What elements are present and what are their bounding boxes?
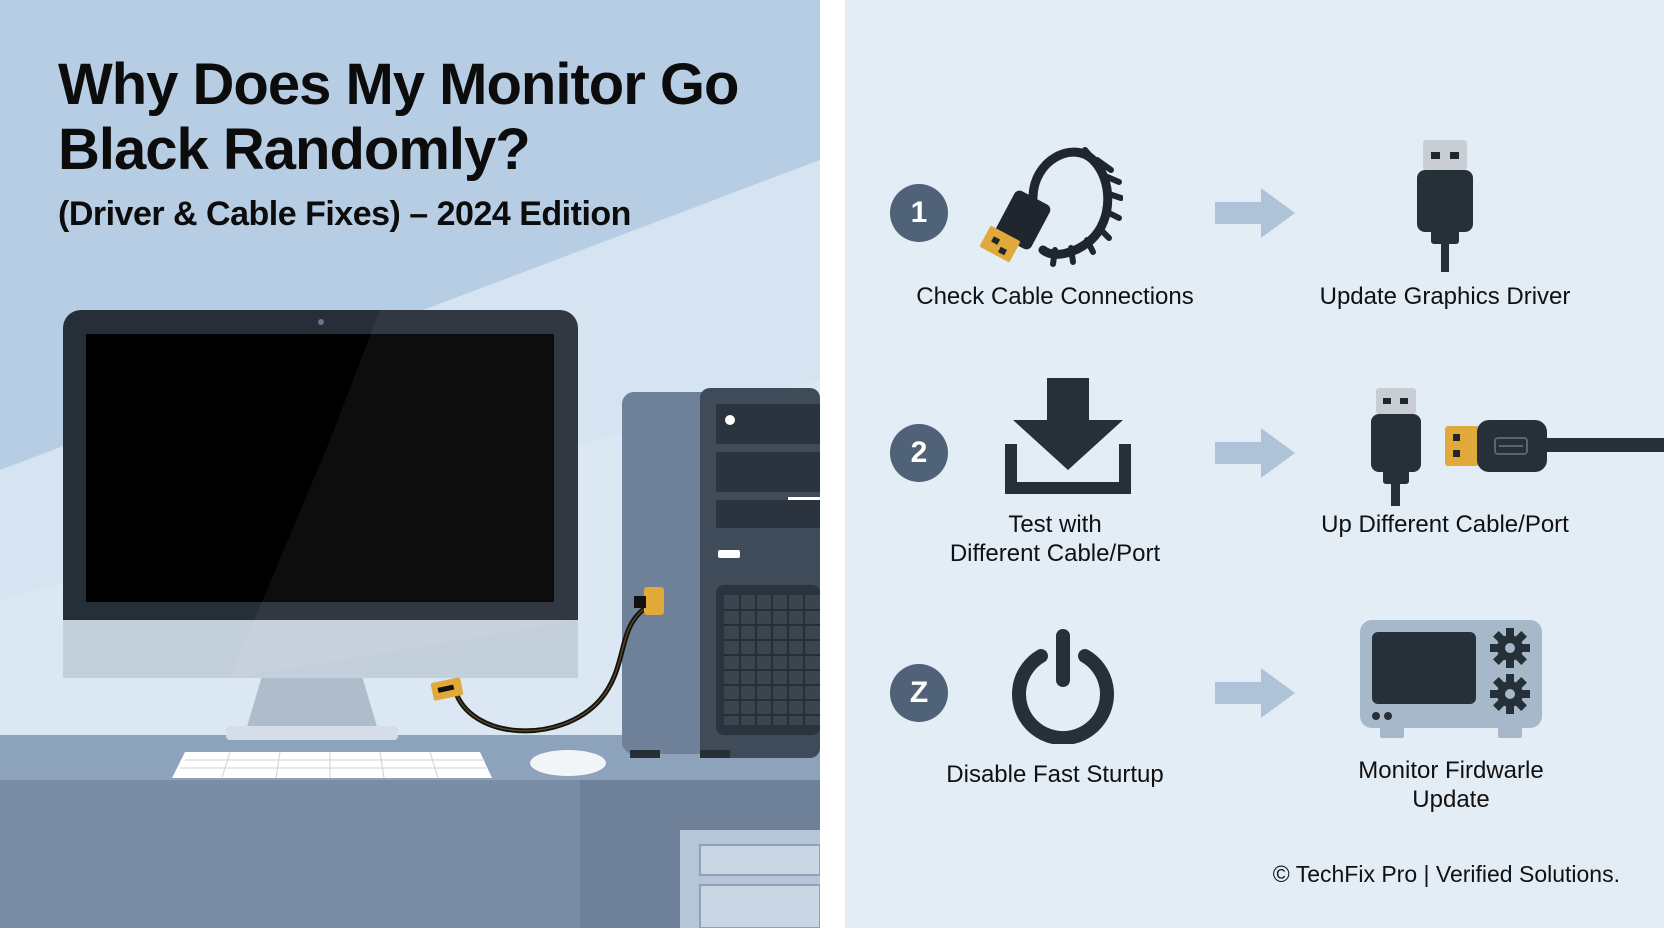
step-1: 1 (845, 140, 1664, 370)
step-number-badge: 1 (890, 184, 948, 242)
page-title: Why Does My Monitor Go Black Randomly? (58, 52, 739, 182)
coiled-cable-icon (980, 147, 1123, 267)
hero-panel: Why Does My Monitor Go Black Randomly? (… (0, 0, 820, 928)
monitor-illustration (0, 0, 820, 928)
power-icon (1012, 629, 1114, 744)
arrow-right-icon (1215, 668, 1295, 718)
step-2-right-label: Up Different Cable/Port (1321, 511, 1569, 538)
step-1-left-label: Check Cable Connections (916, 283, 1194, 310)
page-subtitle: (Driver & Cable Fixes) – 2024 Edition (58, 195, 631, 233)
steps-panel: 1 (845, 0, 1664, 928)
step-1-right-label: Update Graphics Driver (1319, 283, 1571, 310)
usb-cables-icon (1371, 388, 1664, 506)
step-3: Z (845, 620, 1664, 850)
download-icon (1005, 378, 1131, 494)
step-number-badge: Z (890, 664, 948, 722)
arrow-right-icon (1215, 188, 1295, 238)
step-3-right-label: Monitor Firdwarle Update (1358, 757, 1544, 813)
step-2: 2 Test with Different Cable/Port Up Diff… (845, 378, 1664, 608)
step-3-left-label: Disable Fast Sturtup (946, 761, 1164, 788)
arrow-right-icon (1215, 428, 1295, 478)
step-number-badge: 2 (890, 424, 948, 482)
footer-credit: © TechFix Pro | Verified Solutions. (1272, 861, 1620, 887)
step-2-left-label: Test with Different Cable/Port (949, 511, 1161, 567)
monitor-settings-icon (1360, 620, 1542, 738)
usb-plug-icon (1417, 140, 1473, 272)
